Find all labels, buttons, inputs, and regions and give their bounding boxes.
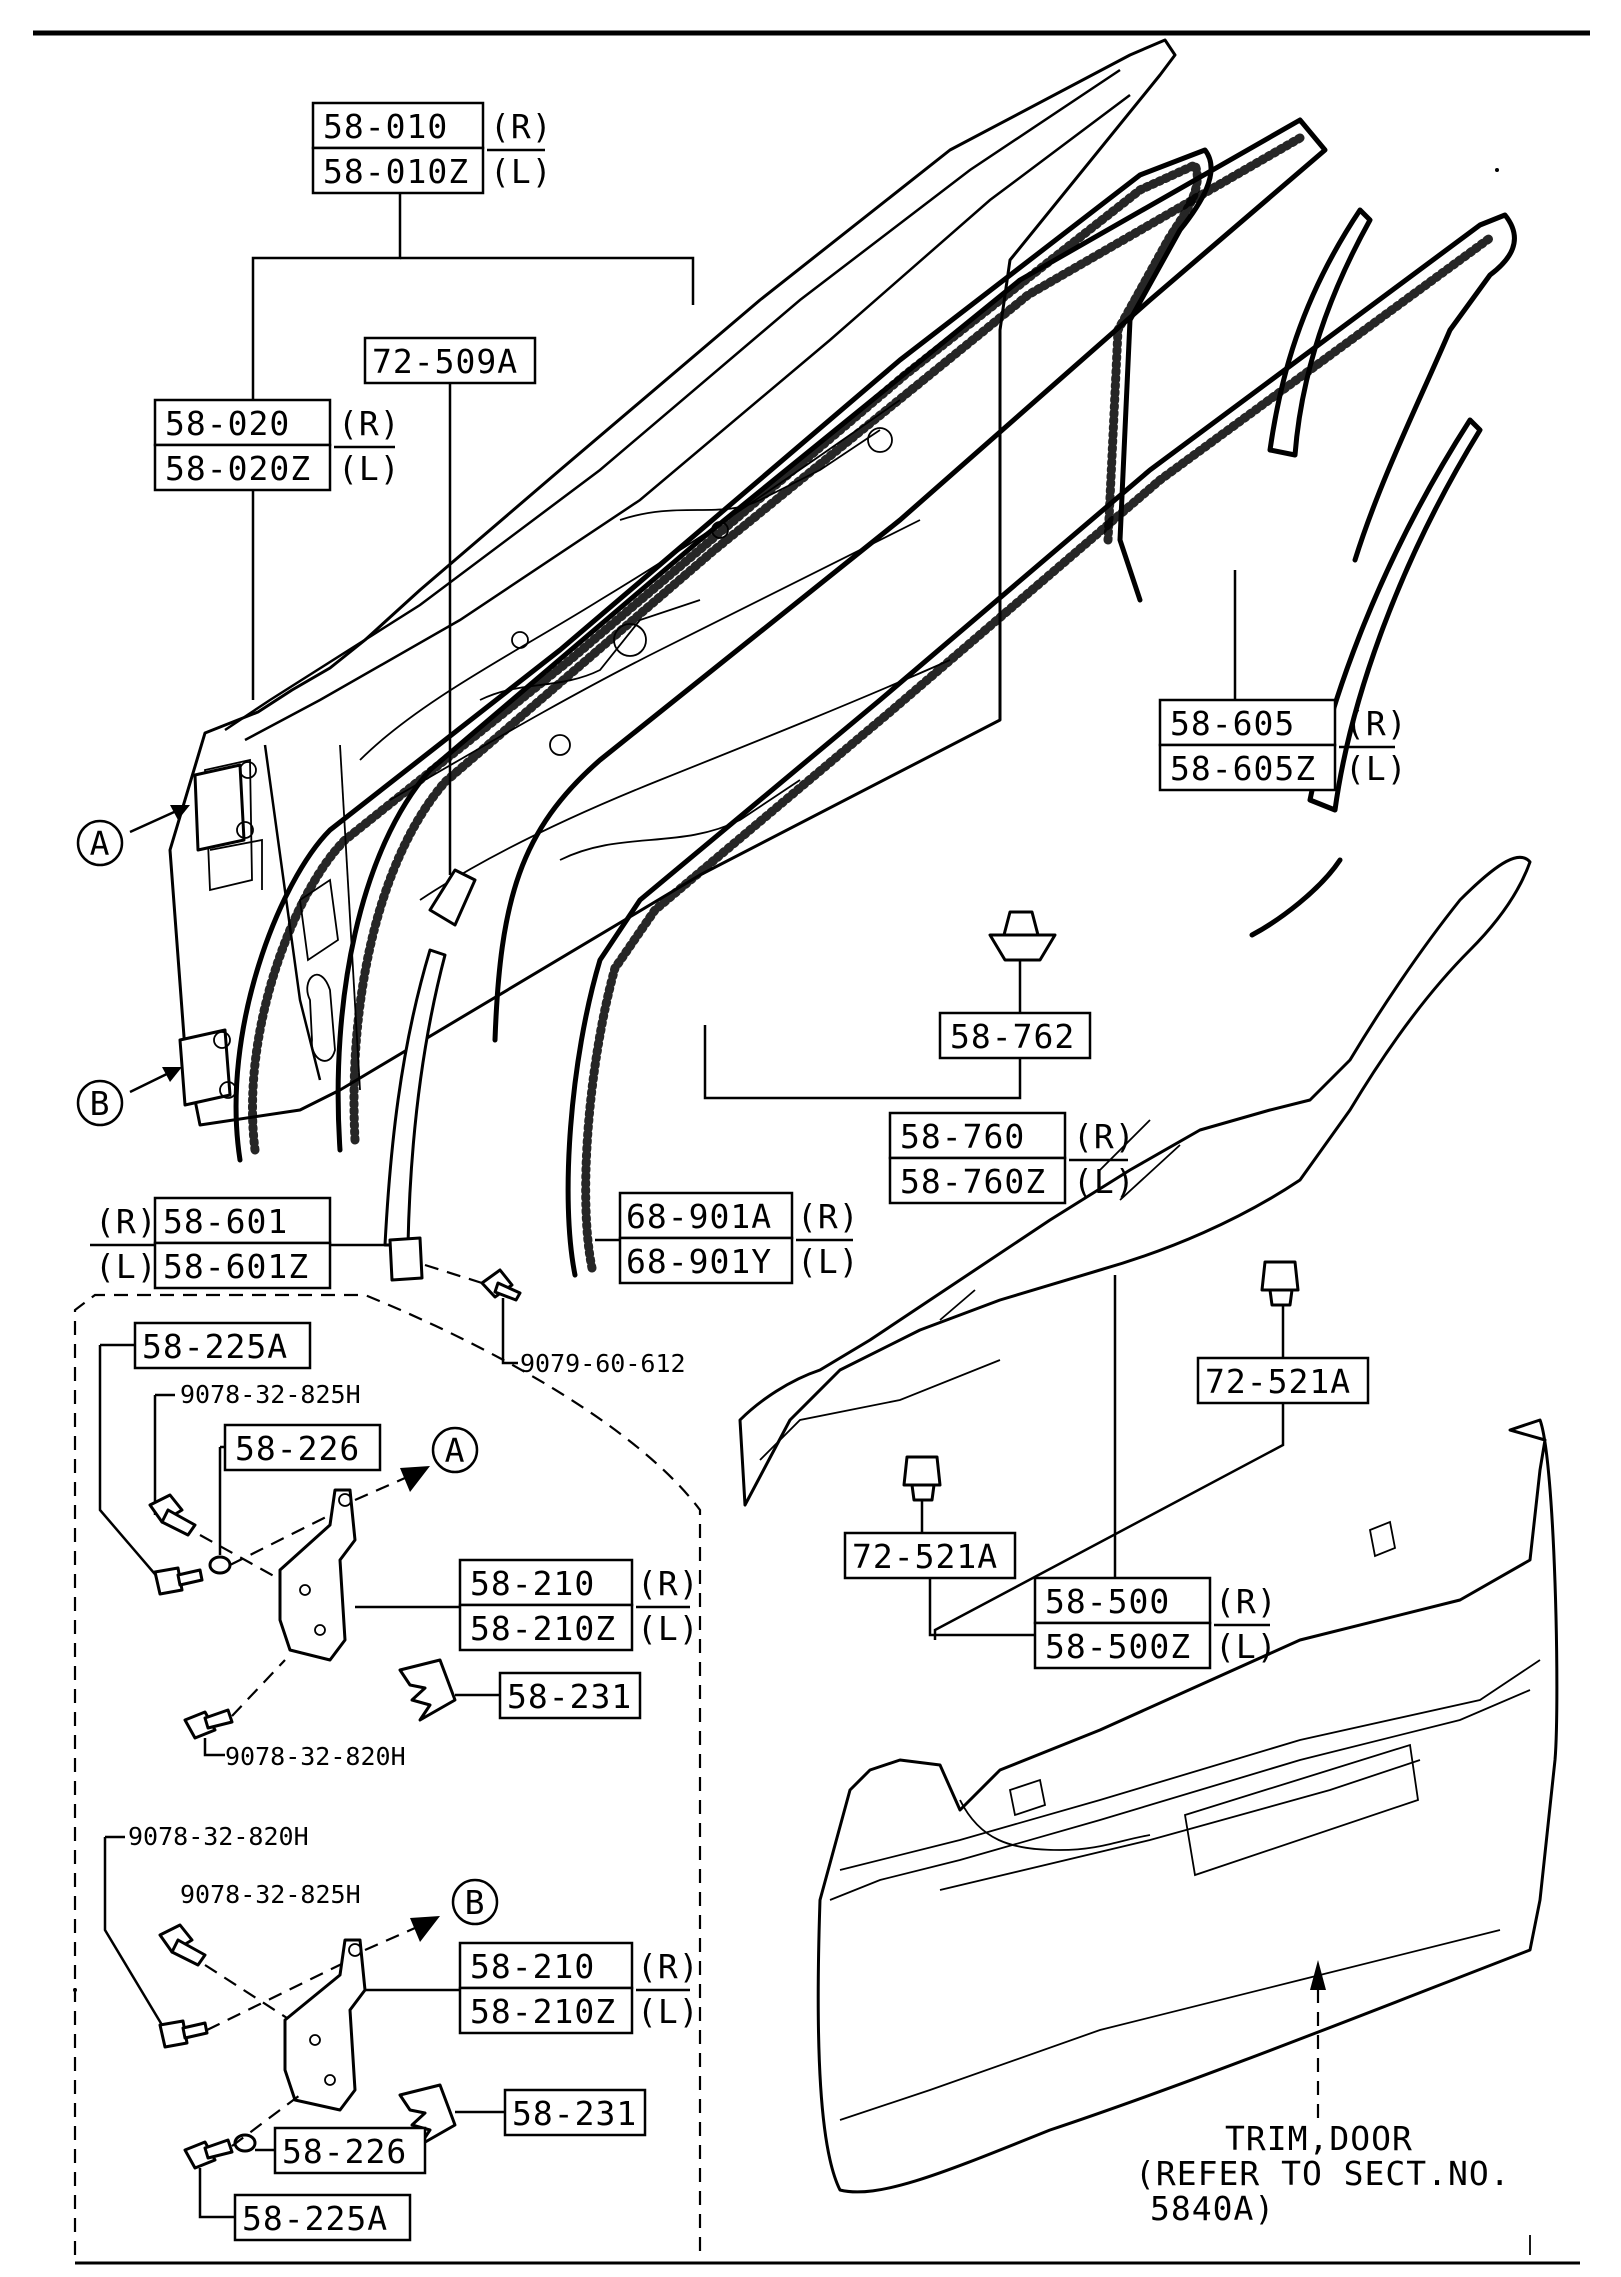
label-58-500z-text: 58-500Z [1045,1627,1191,1666]
lower-58-210z-text: 58-210Z [470,1992,616,2031]
lower-58-225a-text: 58-225A [242,2199,388,2238]
trim-note-line2: (REFER TO SECT.NO. [1135,2154,1511,2193]
upper-58-210-side: (R) [637,1564,700,1603]
label-58-601: (R) 58-601 (L) 58-601Z [90,1196,390,1290]
label-58-760: 58-760 (R) 58-760Z (L) [888,1111,1136,1205]
lower-58-210z-side: (L) [637,1992,700,2031]
glass-run-68-901 [565,212,1517,1278]
label-58-762: 58-762 [703,960,1092,1100]
lower-58-226-text: 58-226 [282,2132,407,2171]
door-glass [738,855,1532,1507]
label-58-010: 58-010 (R) 58-010Z (L) [251,101,695,405]
ref-a-text: A [90,824,111,863]
upper-58-210z-text: 58-210Z [470,1609,616,1648]
label-bolt-9079-text: 9079-60-612 [520,1349,686,1378]
label-58-500-side: (R) [1215,1582,1278,1621]
trim-door-note: TRIM,DOOR (REFER TO SECT.NO. 5840A) [1135,1960,1531,2255]
upper-58-225a-text: 58-225A [142,1327,288,1366]
trim-note-line3: 5840A) [1150,2189,1275,2228]
lower-hinge-58-210 [283,1938,367,2112]
label-72-509a: 72-509A [363,336,537,875]
strip-72-509a [428,868,477,927]
label-58-605z-text: 58-605Z [1170,749,1316,788]
label-58-601z-side: (L) [95,1247,158,1286]
ref-circle-a: A [76,805,190,867]
label-58-010z-side: (L) [490,152,553,191]
label-58-500: 58-500 (R) 58-500Z (L) [1033,1275,1278,1670]
clip-72-521a-right [1260,1260,1300,1307]
guide-58-601 [383,948,447,1247]
trim-note-line1: TRIM,DOOR [1225,2119,1413,2158]
upper-ref-a: A [445,1431,466,1470]
lower-ref-b: B [465,1883,486,1922]
label-58-605-text: 58-605 [1170,704,1295,743]
label-58-020: 58-020 (R) 58-020Z (L) [153,398,401,700]
label-58-605: 58-605 (R) 58-605Z (L) [1158,570,1408,792]
bolt-9079-60-612 [424,1263,522,1302]
label-68-901y-side: (L) [797,1242,860,1281]
upper-58-226-text: 58-226 [235,1429,360,1468]
lower-bolt-825h-text: 9078-32-825H [180,1880,361,1909]
label-58-601-side: (R) [95,1202,158,1241]
upper-58-210-text: 58-210 [470,1564,595,1603]
label-72-521a-right: 72-521A [933,1305,1370,1640]
lower-58-210-side: (R) [637,1947,700,1986]
ref-circle-b: B [76,1067,182,1127]
label-58-020-side: (R) [338,404,401,443]
label-72-521a-left-text: 72-521A [852,1537,998,1576]
clip-58-762 [988,910,1057,962]
label-58-762-text: 58-762 [950,1017,1075,1056]
label-58-020z-text: 58-020Z [165,449,311,488]
label-58-760-side: (R) [1073,1117,1136,1156]
clip-72-521a-left [902,1455,942,1502]
label-58-760-text: 58-760 [900,1117,1025,1156]
lower-hinge-detail: 9078-32-820H 9078-32-825H B 58-210 (R) 5… [103,1822,700,2242]
upper-58-231-text: 58-231 [507,1677,632,1716]
label-58-500-text: 58-500 [1045,1582,1170,1621]
label-72-509a-text: 72-509A [372,342,518,381]
upper-bolt-820h-text: 9078-32-820H [225,1742,406,1771]
label-bolt-9079: 9079-60-612 [501,1298,686,1378]
lower-bolt-820h-text: 9078-32-820H [128,1822,309,1851]
label-58-010-text: 58-010 [323,107,448,146]
weatherstrip-58-605-lower [1307,417,1483,813]
label-58-500z-side: (L) [1215,1627,1278,1666]
label-68-901y-text: 68-901Y [626,1242,772,1281]
hinge-detail-boundary [73,1293,702,2255]
label-58-601z-text: 58-601Z [163,1247,309,1286]
upper-hinge-detail: 58-225A 9078-32-825H 58-226 A 58-210 (R)… [98,1321,700,1771]
label-58-020z-side: (L) [338,449,401,488]
lower-58-231-text: 58-231 [512,2094,637,2133]
weatherstrip-58-605 [1267,207,1373,458]
weatherstrip-58-020 [233,147,1214,1163]
label-58-605-side: (R) [1345,704,1408,743]
label-68-901: 68-901A (R) 68-901Y (L) [595,1191,860,1285]
hinge-mount-lower [178,1028,237,1107]
label-58-605z-side: (L) [1345,749,1408,788]
lower-58-210-text: 58-210 [470,1947,595,1986]
upper-58-210z-side: (L) [637,1609,700,1648]
label-58-010z-text: 58-010Z [323,152,469,191]
upper-bolt-825h-text: 9078-32-825H [180,1380,361,1409]
ref-b-text: B [90,1084,111,1123]
label-58-020-text: 58-020 [165,404,290,443]
label-72-521a-left: 72-521A [843,1500,1115,1637]
upper-hinge-58-210 [278,1488,357,1662]
label-58-760z-side: (L) [1073,1162,1136,1201]
label-68-901a-side: (R) [797,1197,860,1236]
run-channel [335,117,1328,1153]
lower-shim-58-231 [398,2083,457,2147]
door-trim-panel [816,1418,1559,2194]
label-58-010-side: (R) [490,107,553,146]
label-58-601-text: 58-601 [163,1202,288,1241]
hinge-mount-upper [193,761,257,852]
label-58-760z-text: 58-760Z [900,1162,1046,1201]
label-72-521a-right-text: 72-521A [1205,1362,1351,1401]
upper-shim-58-231 [398,1658,457,1722]
label-68-901a-text: 68-901A [626,1197,772,1236]
